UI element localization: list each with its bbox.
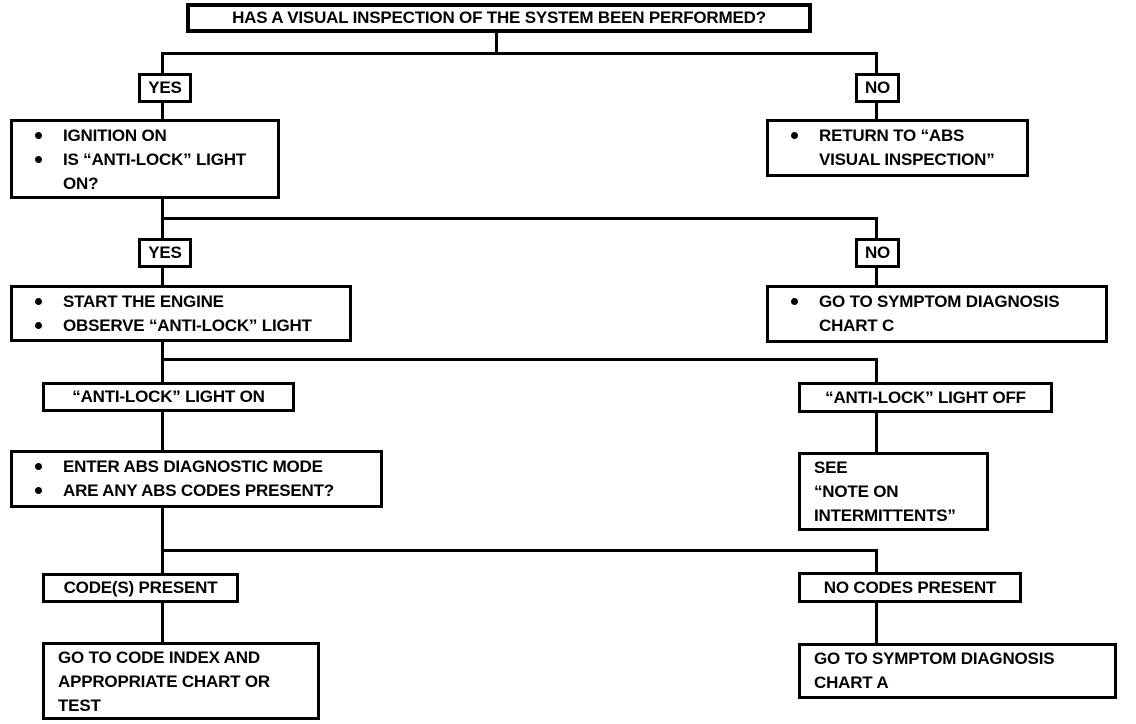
- branch-label-no-1: NO: [855, 73, 900, 103]
- branch-label-light-off: “ANTI-LOCK” LIGHT OFF: [798, 382, 1053, 413]
- bullet-item: START THE ENGINE: [13, 290, 349, 314]
- connector-line: [161, 341, 164, 382]
- connector-line: [161, 217, 878, 220]
- text-line: APPROPRIATE CHART OR: [58, 672, 270, 691]
- step-box-return-visual-inspection: RETURN TO “ABS VISUAL INSPECTION”: [766, 119, 1029, 177]
- text-line: GO TO SYMPTOM DIAGNOSIS: [814, 649, 1055, 668]
- text-line: GO TO CODE INDEX AND: [58, 648, 260, 667]
- no-codes-label-text: NO CODES PRESENT: [823, 577, 997, 597]
- step-box-symptom-chart-a: GO TO SYMPTOM DIAGNOSIS CHART A: [798, 643, 1117, 699]
- step-box-ignition-on: IGNITION ON IS “ANTI-LOCK” LIGHT ON?: [10, 119, 280, 199]
- step-box-see-note-intermittents: SEE “NOTE ON INTERMITTENTS”: [798, 452, 989, 531]
- connector-line: [495, 33, 498, 55]
- connector-line: [161, 411, 164, 450]
- branch-label-no-2: NO: [855, 238, 900, 268]
- bullet-item: IGNITION ON: [13, 124, 277, 148]
- text-line: SEE: [814, 458, 848, 477]
- connector-line: [875, 267, 878, 285]
- connector-line: [875, 217, 878, 238]
- branch-label-yes-1: YES: [138, 73, 192, 103]
- connector-line: [875, 549, 878, 572]
- connector-line: [875, 52, 878, 73]
- connector-line: [161, 549, 878, 552]
- connector-line: [161, 602, 164, 642]
- connector-line: [875, 602, 878, 643]
- connector-line: [161, 102, 164, 119]
- bullet-item: IS “ANTI-LOCK” LIGHT ON?: [13, 148, 277, 196]
- branch-label-yes-2: YES: [138, 238, 192, 268]
- connector-line: [161, 52, 878, 55]
- step-box-start-engine: START THE ENGINE OBSERVE “ANTI-LOCK” LIG…: [10, 285, 352, 342]
- text-line: INTERMITTENTS”: [814, 506, 956, 525]
- step-box-enter-diagnostic-mode: ENTER ABS DIAGNOSTIC MODE ARE ANY ABS CO…: [10, 450, 383, 508]
- connector-line: [161, 358, 878, 361]
- bullet-item: ENTER ABS DIAGNOSTIC MODE: [13, 455, 380, 479]
- bullet-item: OBSERVE “ANTI-LOCK” LIGHT: [13, 314, 349, 338]
- branch-label-light-on: “ANTI-LOCK” LIGHT ON: [42, 382, 295, 412]
- step-box-code-index: GO TO CODE INDEX AND APPROPRIATE CHART O…: [42, 642, 320, 720]
- yes-label-text: YES: [148, 78, 182, 97]
- connector-line: [875, 102, 878, 119]
- bullet-item: ARE ANY ABS CODES PRESENT?: [13, 479, 380, 503]
- connector-line: [161, 507, 164, 573]
- connector-line: [875, 358, 878, 383]
- light-on-label-text: “ANTI-LOCK” LIGHT ON: [72, 387, 265, 406]
- text-line: CHART A: [814, 673, 889, 692]
- bullet-item: GO TO SYMPTOM DIAGNOSIS CHART C: [769, 290, 1105, 338]
- light-off-label-text: “ANTI-LOCK” LIGHT OFF: [825, 387, 1026, 407]
- no-label-text: NO: [864, 78, 891, 97]
- step-box-symptom-chart-c: GO TO SYMPTOM DIAGNOSIS CHART C: [766, 285, 1108, 343]
- connector-line: [161, 52, 164, 73]
- connector-line: [875, 412, 878, 452]
- yes-label-text: YES: [148, 243, 182, 262]
- connector-line: [161, 267, 164, 285]
- codes-present-label-text: CODE(S) PRESENT: [63, 578, 218, 597]
- root-question-text: HAS A VISUAL INSPECTION OF THE SYSTEM BE…: [232, 8, 766, 27]
- root-question-box: HAS A VISUAL INSPECTION OF THE SYSTEM BE…: [186, 3, 812, 33]
- bullet-item: RETURN TO “ABS VISUAL INSPECTION”: [769, 124, 1026, 172]
- text-line: TEST: [58, 696, 101, 715]
- no-label-text: NO: [864, 243, 891, 262]
- branch-label-no-codes-present: NO CODES PRESENT: [798, 572, 1022, 603]
- text-line: “NOTE ON: [814, 482, 899, 501]
- branch-label-codes-present: CODE(S) PRESENT: [42, 573, 239, 603]
